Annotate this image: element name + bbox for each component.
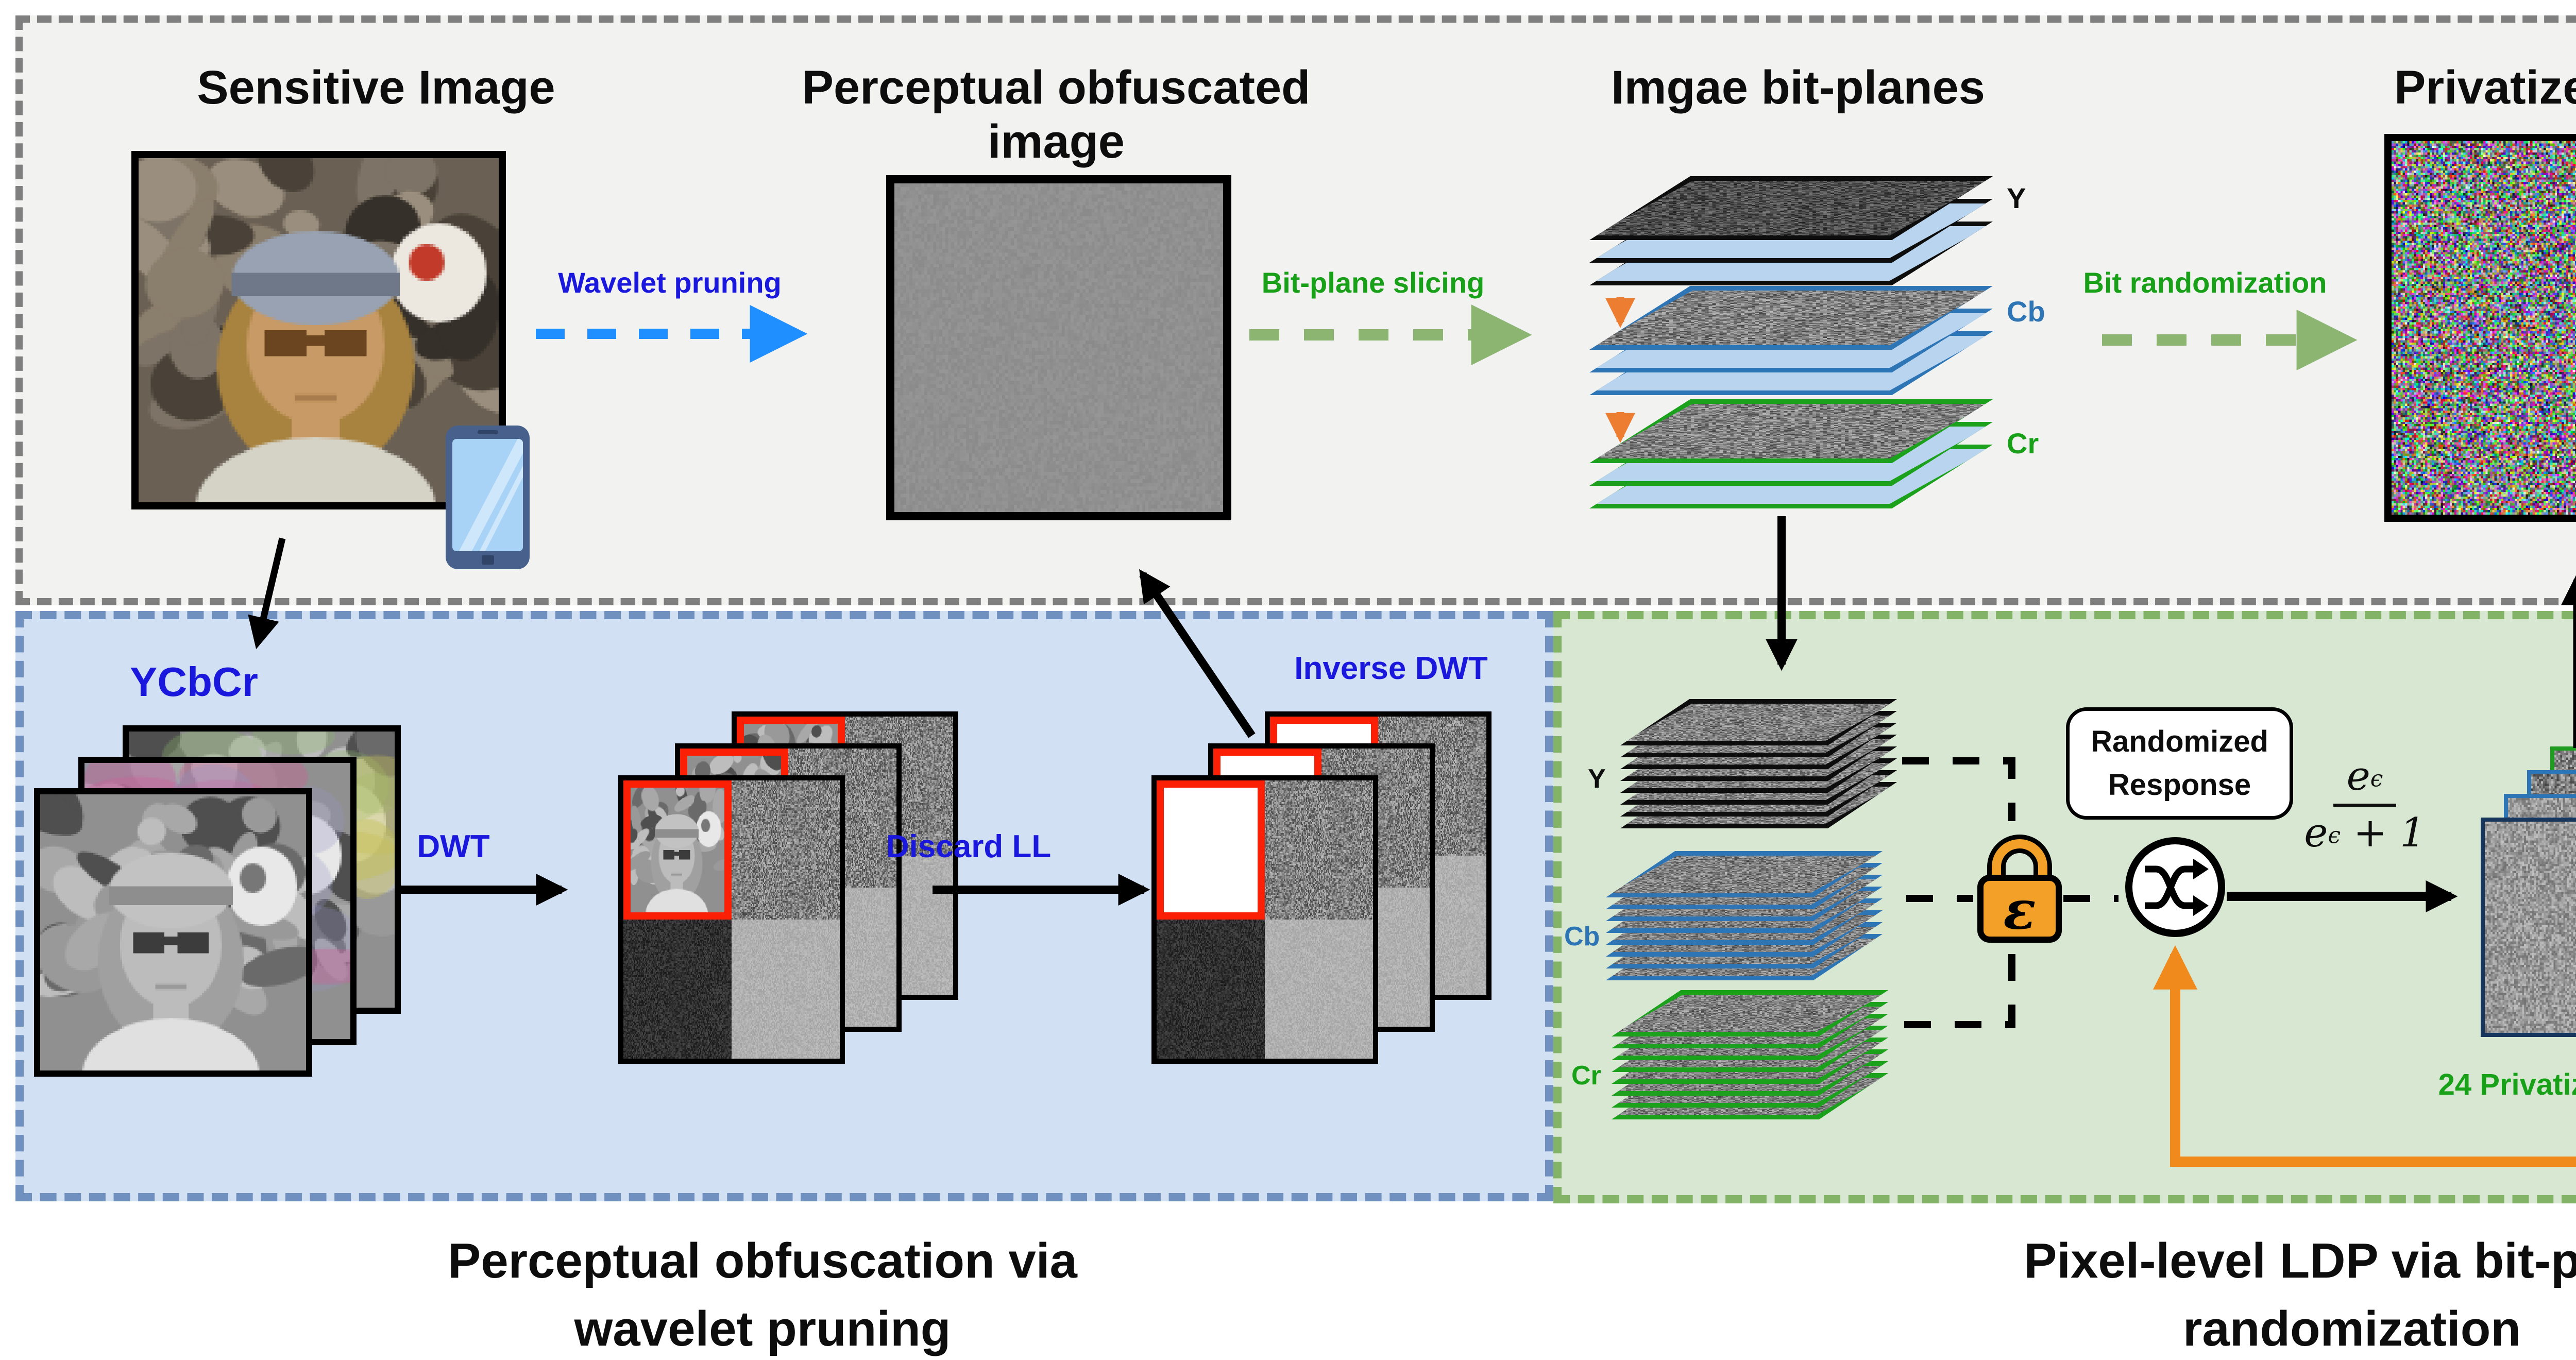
wavelet-subband <box>732 920 840 1059</box>
sensitive-photo-canvas <box>139 158 499 502</box>
privatized-plane-front <box>2481 818 2576 1037</box>
shuffle-icon <box>2120 832 2231 943</box>
frac-den-tail: + 1 <box>2341 810 2426 856</box>
frac-den-sup: ϵ <box>2328 823 2341 849</box>
cb-bitplane-deck <box>1606 851 1883 985</box>
cr-channel-label: Cr <box>2007 427 2039 460</box>
obfuscation-caption-line2: wavelet pruning <box>361 1295 1164 1360</box>
privatized-image <box>2384 134 2576 522</box>
dwt-stack-front <box>618 775 845 1064</box>
noise-texture <box>1265 920 1373 1059</box>
ldp-y-label: Y <box>1588 763 1606 794</box>
ldp-cr-label: Cr <box>1571 1060 1601 1091</box>
ldp-caption-line1: Pixel-level LDP via bit-plane <box>1958 1227 2576 1295</box>
wavelet-subband <box>1157 920 1265 1059</box>
y-bitplane-deck <box>1620 699 1897 833</box>
lock-epsilon: ε <box>2003 878 2036 942</box>
rr-probability-fraction: eϵ eϵ + 1 <box>2285 753 2445 856</box>
face-canvas <box>631 788 724 912</box>
inverse-dwt-label: Inverse DWT <box>1231 650 1551 687</box>
privatized-canvas <box>2392 141 2576 515</box>
wavelet-subband <box>623 920 732 1059</box>
ll-subband <box>623 780 732 920</box>
y-bitplane-stack <box>1589 176 1993 290</box>
obfuscated-canvas <box>894 183 1223 512</box>
priv-plane-canvas1 <box>2485 822 2576 1033</box>
frac-num: e <box>2347 753 2370 800</box>
ycbcr-label: YCbCr <box>130 658 258 706</box>
obfuscation-caption: Perceptual obfuscation via wavelet pruni… <box>361 1227 1164 1360</box>
privatized-planes-label: 24 Privatized bit-planes <box>2372 1067 2576 1102</box>
y-channel-image <box>34 788 312 1077</box>
pruned-stack-front <box>1151 775 1378 1064</box>
cr-bitplane-stack <box>1589 399 1993 513</box>
noise-texture <box>623 920 732 1059</box>
noise-texture <box>1265 780 1373 920</box>
epsilon-lock-icon: ε <box>1973 823 2066 952</box>
bit-randomization-label: Bit randomization <box>2056 266 2354 299</box>
discarded-ll-subband <box>1157 780 1265 920</box>
ldp-caption: Pixel-level LDP via bit-plane randomizat… <box>1958 1227 2576 1360</box>
phone-icon <box>446 426 530 569</box>
privatized-image-title: Privatized image <box>2334 61 2576 115</box>
frac-num-sup: ϵ <box>2370 766 2383 792</box>
randomized-response-box: Randomized Response <box>2066 707 2293 820</box>
obfuscated-image-title: Perceptual obfuscated image <box>773 61 1340 169</box>
frac-den: e <box>2304 810 2328 856</box>
cr-bitplane-deck <box>1612 990 1888 1124</box>
rr-line2: Response <box>2108 763 2251 807</box>
bitplane-slicing-label: Bit-plane slicing <box>1226 266 1520 299</box>
y-face-canvas <box>40 794 306 1070</box>
ldp-caption-line2: randomization <box>1958 1295 2576 1360</box>
sensitive-image-title: Sensitive Image <box>144 61 608 115</box>
wavelet-subband <box>1265 920 1373 1059</box>
y-channel-label: Y <box>2007 181 2026 215</box>
cb-channel-label: Cb <box>2007 295 2045 328</box>
ldp-cb-label: Cb <box>1564 921 1600 952</box>
wavelet-subband <box>1265 780 1373 920</box>
noise-texture <box>1157 920 1265 1059</box>
dwt-label: DWT <box>392 828 515 865</box>
bitplanes-title: Imgae bit-planes <box>1540 61 2056 115</box>
obfuscated-image <box>886 175 1231 520</box>
wavelet-pruning-label: Wavelet pruning <box>515 266 824 299</box>
cb-bitplane-stack <box>1589 286 1993 399</box>
obfuscation-caption-line1: Perceptual obfuscation via <box>361 1227 1164 1295</box>
noise-texture <box>732 920 840 1059</box>
rr-line1: Randomized <box>2091 720 2268 763</box>
discard-ll-label: Discard LL <box>809 828 1128 865</box>
